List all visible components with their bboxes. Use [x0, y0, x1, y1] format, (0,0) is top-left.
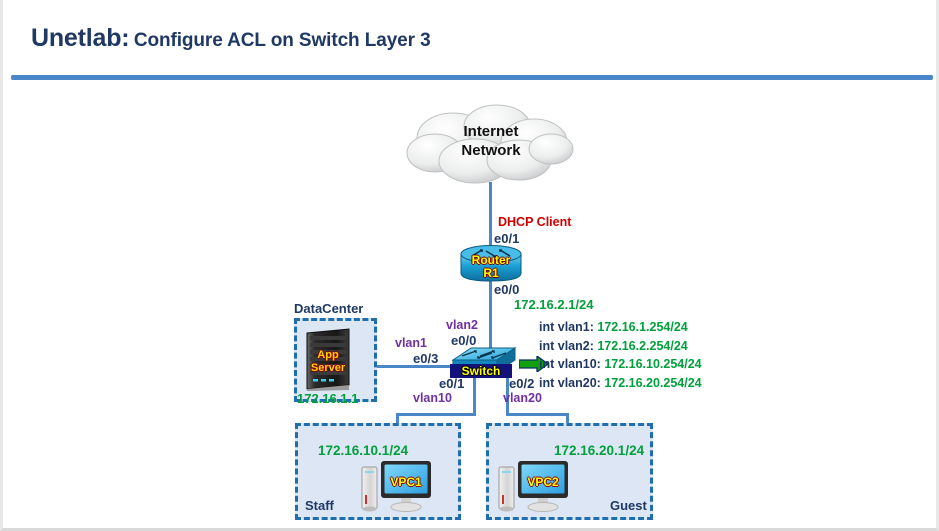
staff-zone	[295, 423, 461, 520]
switch-l3[interactable]: Switch	[450, 345, 518, 381]
desktop-pc-icon	[361, 461, 431, 512]
server-label-line1: App	[317, 349, 339, 361]
desktop-pc-icon	[498, 461, 568, 512]
svi-row: int vlan10: 172.16.10.254/24	[539, 355, 702, 374]
link-cloud-router	[489, 182, 492, 248]
svi-row: int vlan20: 172.16.20.254/24	[539, 374, 702, 393]
vpc2-host[interactable]: VPC2	[498, 457, 572, 513]
cloud-line2: Network	[461, 142, 521, 159]
svi-list: int vlan1: 172.16.1.254/24 int vlan2: 17…	[539, 318, 702, 392]
datacenter-zone-title: DataCenter	[294, 301, 364, 316]
router-name-line2: R1	[483, 266, 499, 280]
title-divider	[11, 75, 933, 80]
brand-label: Unetlab:	[31, 24, 130, 52]
router-r1[interactable]: Router R1	[460, 245, 522, 282]
staff-ip-label: 172.16.10.1/24	[318, 443, 409, 458]
svi-pointer-arrow	[518, 354, 550, 374]
datacenter-ip-label: 172.16.1.1	[297, 391, 359, 406]
dhcp-client-label: DHCP Client	[498, 215, 572, 229]
link-server-switch	[347, 365, 459, 368]
vlan1-label: vlan1	[395, 336, 427, 350]
link-switch-staff-v1	[473, 378, 476, 416]
router-downlink-ip-label: 172.16.2.1/24	[514, 297, 594, 312]
link-switch-guest-h	[506, 413, 569, 416]
svi-name: int vlan10:	[539, 357, 601, 371]
app-server[interactable]: App Server	[303, 327, 353, 391]
svi-ip: 172.16.10.254/24	[604, 357, 702, 371]
staff-zone-title: Staff	[305, 498, 334, 513]
page-title: Unetlab: Configure ACL on Switch Layer 3	[31, 24, 431, 53]
cloud-line1: Internet	[463, 123, 519, 140]
vlan20-label: vlan20	[503, 391, 542, 405]
subtitle-label: Configure ACL on Switch Layer 3	[133, 30, 431, 51]
svi-ip: 172.16.2.254/24	[597, 338, 688, 353]
guest-ip-label: 172.16.20.1/24	[554, 443, 645, 458]
link-switch-staff-h	[396, 413, 476, 416]
switch-iface-e03-label: e0/3	[413, 351, 439, 366]
vlan2-label: vlan2	[446, 318, 478, 332]
router-name-line1: Router	[471, 253, 511, 267]
svi-row: int vlan1: 172.16.1.254/24	[539, 318, 702, 337]
guest-zone-title: Guest	[610, 498, 647, 513]
server-icon	[306, 328, 350, 391]
vpc2-label: VPC2	[527, 475, 559, 489]
svi-name: int vlan1:	[539, 320, 594, 334]
router-uplink-iface-label: e0/1	[494, 231, 520, 246]
internet-cloud: Internet Network	[401, 104, 581, 186]
svi-name: int vlan2:	[539, 338, 594, 353]
switch-name-label: Switch	[450, 364, 512, 378]
switch-iface-e01-label: e0/1	[439, 376, 465, 391]
link-switch-guest-v1	[506, 378, 509, 416]
svi-row: int vlan2: 172.16.2.254/24	[539, 337, 702, 356]
switch-iface-e02-label: e0/2	[509, 376, 535, 391]
server-label-line2: Server	[310, 362, 346, 374]
arrow-right-icon	[518, 354, 550, 374]
switch-iface-e00-label: e0/0	[451, 333, 477, 348]
router-downlink-iface-label: e0/0	[494, 282, 520, 297]
svi-ip: 172.16.20.254/24	[604, 375, 702, 390]
svi-name: int vlan20:	[539, 375, 601, 390]
link-router-switch	[489, 280, 492, 350]
svi-ip: 172.16.1.254/24	[597, 320, 688, 334]
vpc1-label: VPC1	[390, 475, 422, 489]
cloud-icon	[406, 104, 574, 184]
vlan10-label: vlan10	[413, 391, 452, 405]
cloud-label: Internet Network	[401, 122, 581, 160]
router-icon	[460, 245, 522, 282]
vpc1-host[interactable]: VPC1	[361, 457, 435, 513]
